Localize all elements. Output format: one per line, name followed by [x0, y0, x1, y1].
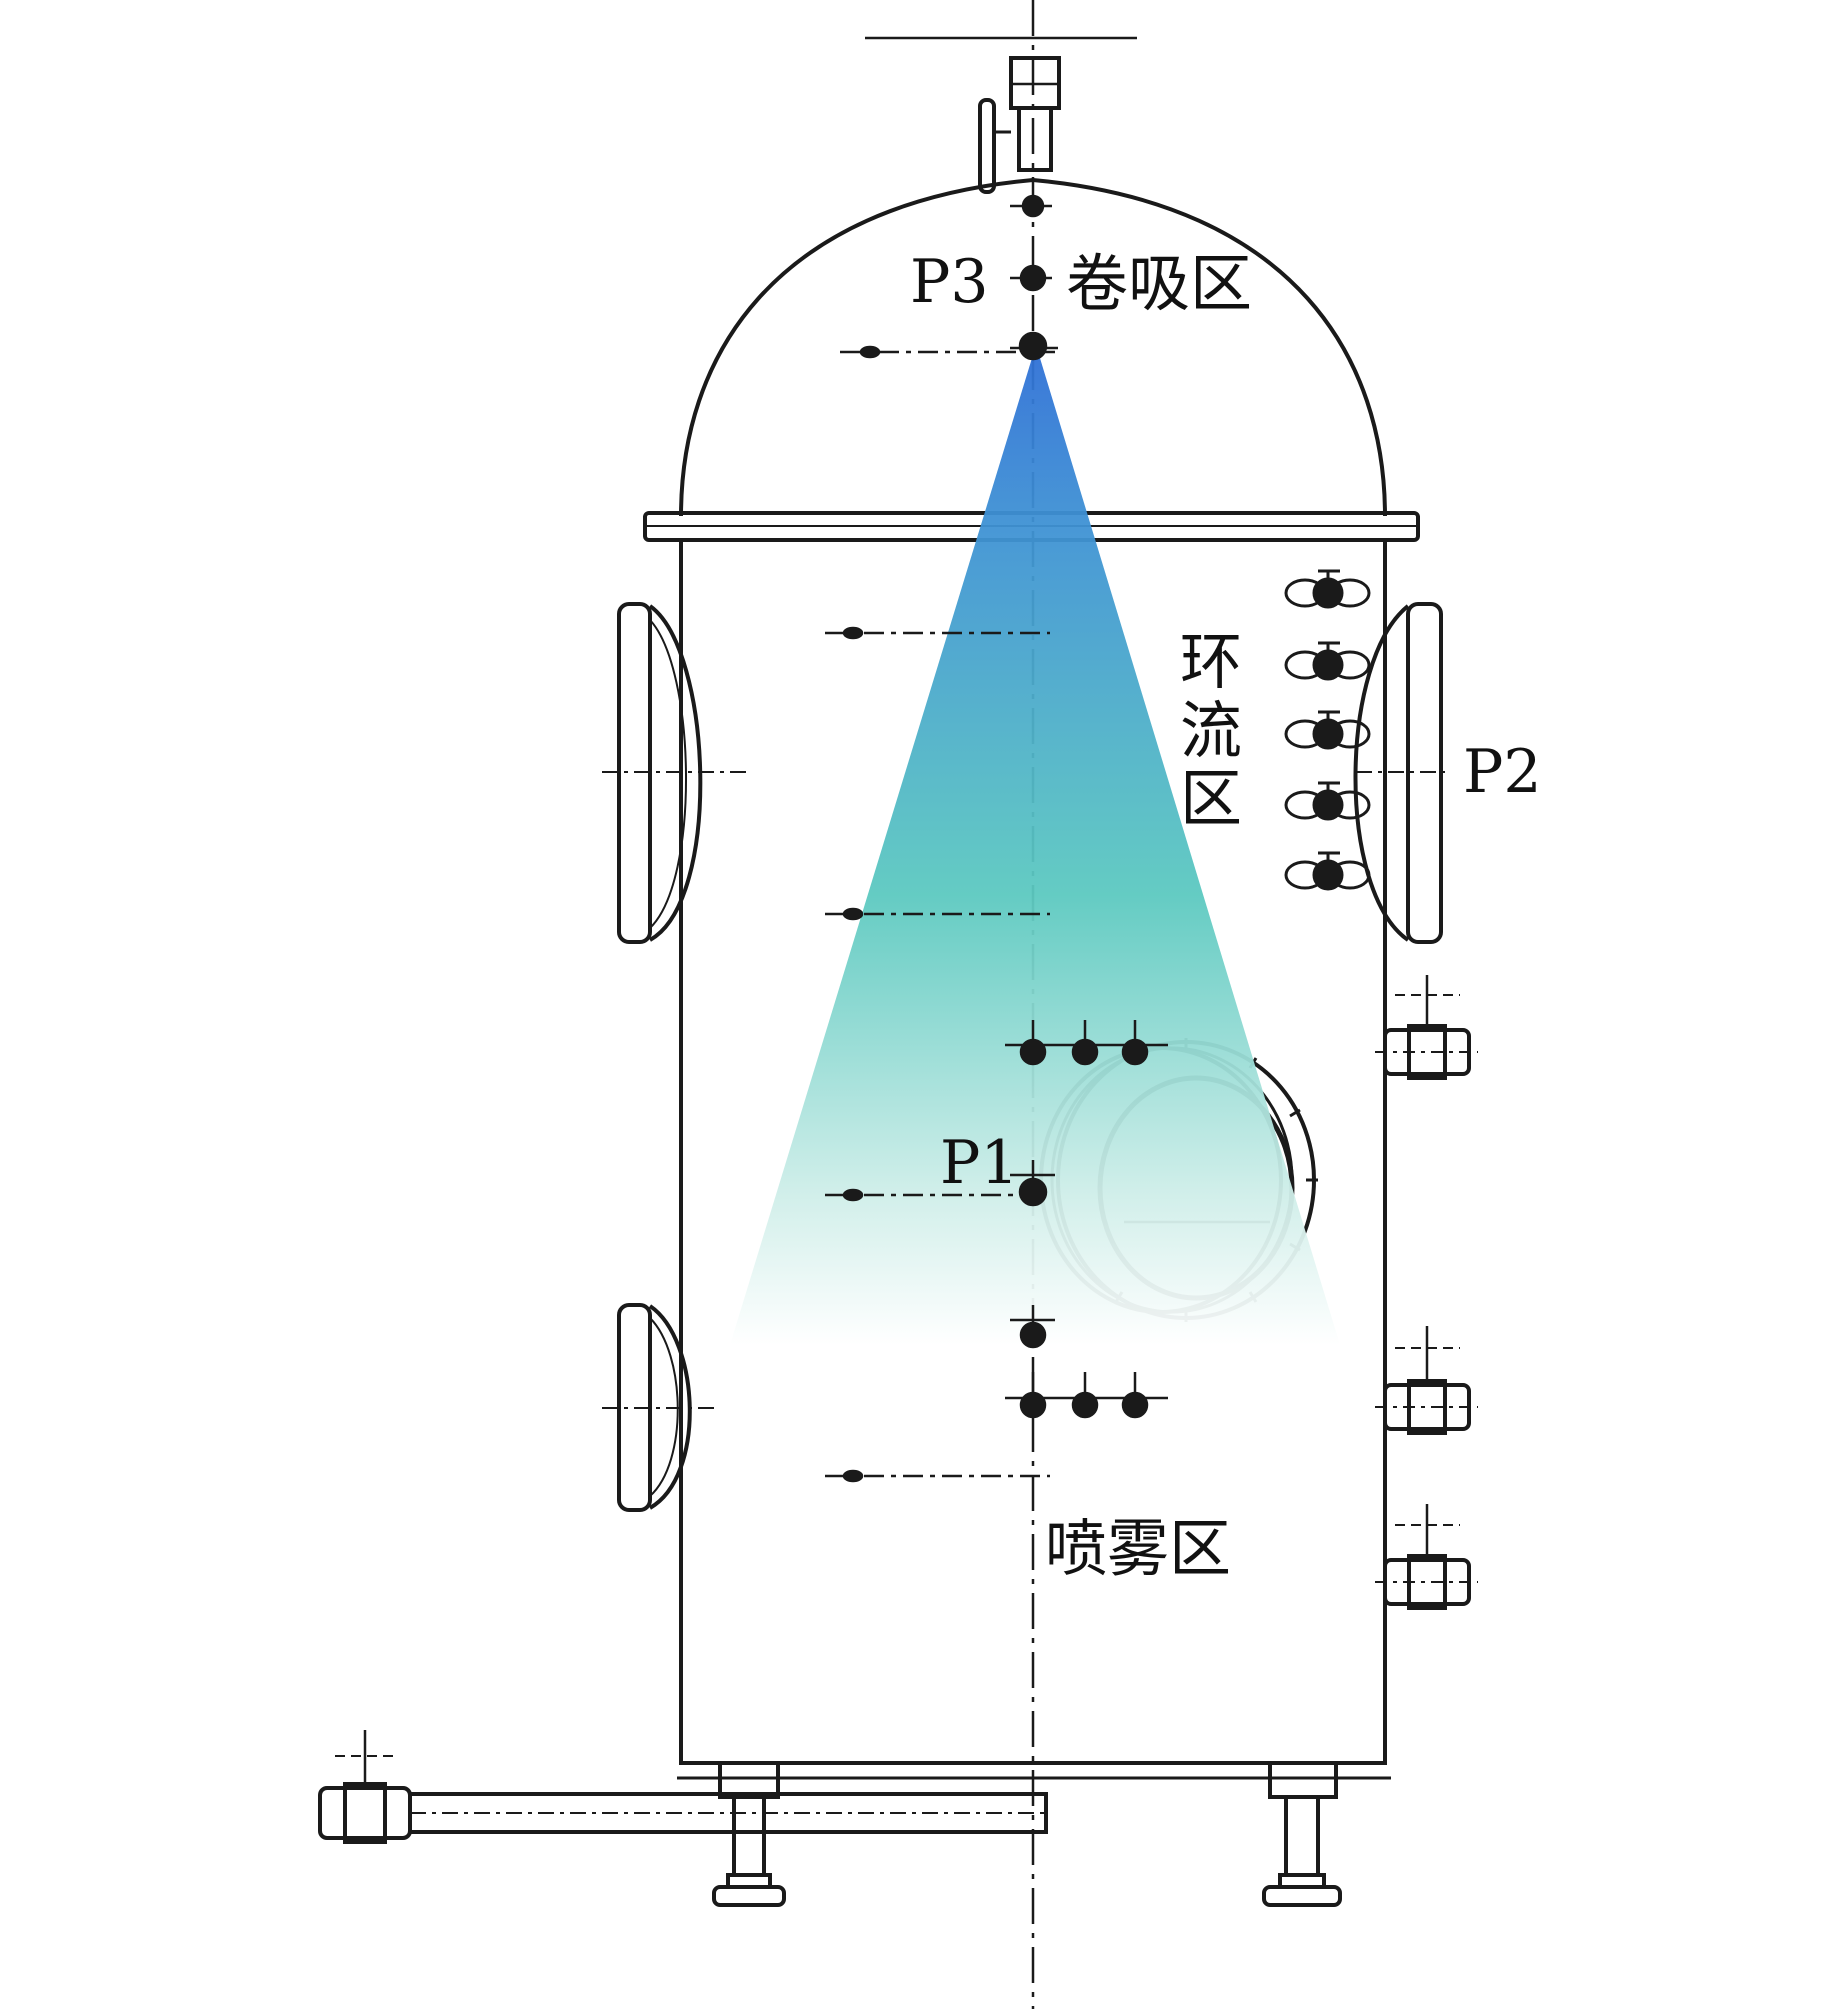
right-pipe-fitting-upper [1375, 975, 1478, 1080]
label-circulation-zone-char-2: 流 [1180, 694, 1242, 767]
valve-icon [1284, 851, 1371, 891]
support-legs [712, 1761, 1342, 1907]
nozzle-icon [1019, 1391, 1047, 1419]
nozzle-icon [1019, 1038, 1047, 1066]
left-lower-viewport [602, 1303, 720, 1512]
dome-head [679, 177, 1387, 517]
nozzle-icon [1019, 264, 1047, 292]
right-pipe-fitting-lower [1375, 1504, 1478, 1610]
nozzle-icon [1019, 1321, 1047, 1349]
valve-icon [1284, 641, 1371, 681]
nozzle-icon [1021, 194, 1045, 218]
spray-cone [730, 345, 1340, 1345]
right-pipe-fitting-middle [1375, 1326, 1478, 1435]
side-valve-column [1284, 569, 1371, 891]
label-p3: P3 [910, 247, 989, 317]
nozzle-icon [1121, 1391, 1149, 1419]
nozzle-icon [1071, 1038, 1099, 1066]
label-entrainment-zone: 卷吸区 [1066, 247, 1252, 320]
valve-icon [1284, 710, 1371, 750]
right-upper-viewport [1353, 602, 1445, 944]
nozzle-icon [1121, 1038, 1149, 1066]
nozzle-clusters [1005, 1020, 1168, 1419]
cylinder-shell [679, 540, 1387, 1765]
measurement-lines [825, 345, 1055, 1483]
axis-nozzles [1010, 194, 1058, 361]
nozzle-icon [1018, 331, 1048, 361]
nozzle-icon [1071, 1391, 1099, 1419]
label-spray-zone: 喷雾区 [1045, 1512, 1231, 1585]
left-upper-viewport [602, 602, 750, 944]
bottom-drain-pipe [318, 1730, 1048, 1844]
label-circulation-zone-char-3: 区 [1180, 762, 1242, 835]
top-outlet-fitting [978, 56, 1061, 194]
valve-icon [1284, 781, 1371, 821]
valve-icon [1284, 569, 1371, 609]
label-circulation-zone-char-1: 环 [1180, 625, 1242, 698]
label-p2: P2 [1463, 737, 1542, 807]
nozzle-icon [1018, 1177, 1048, 1207]
label-p1: P1 [940, 1128, 1019, 1198]
